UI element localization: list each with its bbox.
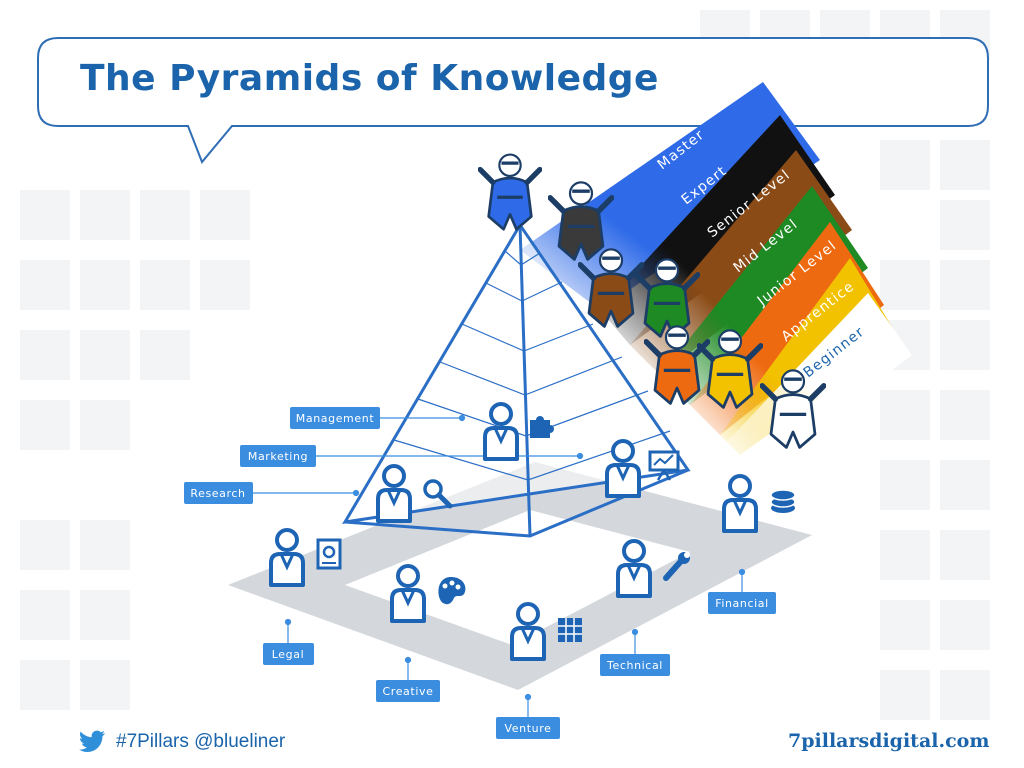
- coins-icon: [770, 489, 796, 513]
- cube-icon: [558, 618, 582, 642]
- pillar-label-legal: Legal: [272, 648, 304, 661]
- magnifier-icon: [423, 479, 453, 509]
- pillar-label-technical: Technical: [606, 659, 663, 672]
- document-icon: [316, 538, 342, 570]
- puzzle-icon: [530, 416, 554, 438]
- ninja-master-icon: [480, 155, 540, 230]
- pillar-label-venture: Venture: [505, 722, 552, 735]
- twitter-bird-icon: [79, 730, 105, 752]
- hashtag-text: #7Pillars @blueliner: [116, 731, 286, 752]
- page-title: The Pyramids of Knowledge: [80, 58, 659, 99]
- wrench-icon: [663, 552, 690, 581]
- website-link[interactable]: 7pillarsdigital.com: [788, 730, 990, 752]
- platform: [228, 462, 812, 690]
- presentation-icon: [648, 450, 680, 481]
- person-icon: [607, 441, 639, 496]
- pillar-label-marketing: Marketing: [248, 450, 308, 463]
- person-icon: [618, 541, 650, 596]
- connectors: [252, 414, 746, 719]
- person-icon: [724, 476, 756, 531]
- person-icon: [271, 530, 303, 585]
- palette-icon: [438, 577, 466, 605]
- person-icon: [485, 404, 517, 459]
- pillar-labels: Management Marketing Research Legal Crea…: [184, 407, 776, 739]
- person-icon: [378, 466, 410, 521]
- person-icon: [512, 604, 544, 659]
- pillar-figures: [271, 404, 796, 659]
- footer-social: #7Pillars @blueliner: [78, 730, 285, 754]
- pillar-label-research: Research: [190, 487, 245, 500]
- person-icon: [392, 566, 424, 621]
- pillar-label-creative: Creative: [383, 685, 434, 698]
- pillar-label-financial: Financial: [715, 597, 769, 610]
- pillar-label-management: Management: [296, 412, 375, 425]
